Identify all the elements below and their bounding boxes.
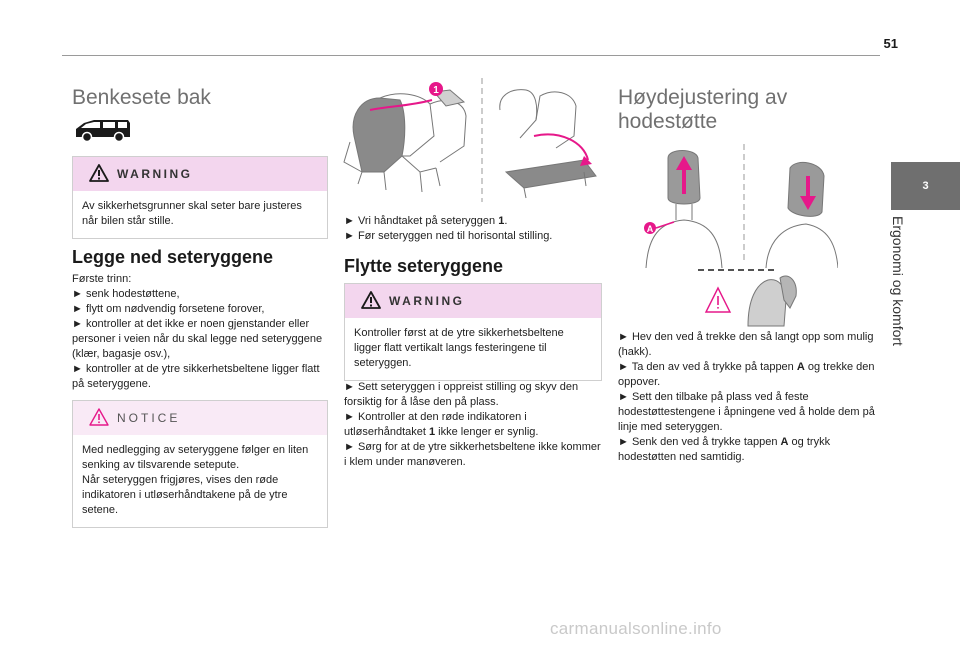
step-line: ► Sørg for at de ytre sikkerhetsbeltene … — [344, 441, 601, 468]
fold-steps: Første trinn: ► senk hodestøttene, ► fly… — [72, 272, 326, 392]
marker-a: A — [647, 224, 654, 234]
header-rule — [62, 55, 880, 56]
seat-folding-illustration: 1 — [343, 78, 597, 202]
notice-label: NOTICE — [117, 411, 181, 425]
section-title-move-backs: Flytte seteryggene — [344, 256, 504, 276]
step-line: ► senk hodestøttene, — [72, 288, 180, 300]
page-number: 51 — [883, 36, 898, 51]
warning-box-left: WARNING Av sikkerhetsgrunner skal seter … — [72, 156, 328, 239]
section-title-headrest: Høydejustering av hodestøtte — [618, 86, 788, 133]
warning-text: Kontroller først at de ytre sikkerhetsbe… — [354, 327, 564, 369]
marker-1-badge — [429, 82, 443, 96]
warning-header: WARNING — [73, 157, 327, 191]
section-title-fold-backs: Legge ned seteryggene — [72, 247, 274, 267]
warning-text: Av sikkerhetsgrunner skal seter bare jus… — [82, 200, 302, 227]
warning-header: WARNING — [345, 284, 601, 318]
step-line: ► Kontroller at den røde indikatoren i u… — [344, 411, 539, 438]
marker-1: 1 — [433, 85, 439, 96]
instruction-line: ► Vri håndtaket på seteryggen 1. — [344, 215, 508, 227]
move-steps: ► Sett seteryggen i oppreist stilling og… — [344, 380, 602, 470]
warning-label: WARNING — [117, 167, 193, 181]
watermark[interactable]: carmanualsonline.info — [550, 619, 722, 638]
warning-triangle-icon — [361, 291, 381, 309]
marker-a-badge — [644, 222, 656, 234]
notice-header: NOTICE — [73, 401, 327, 435]
section-title-bench-seat: Benkesete bak — [72, 86, 211, 109]
step-line: ► kontroller at det ikke er noen gjensta… — [72, 318, 323, 360]
van-icon — [76, 120, 130, 143]
notice-triangle-icon — [89, 408, 109, 426]
step-line: ► kontroller at de ytre sikkerhetsbelten… — [72, 363, 320, 390]
warning-label: WARNING — [389, 294, 465, 308]
chapter-title: Ergonomi og komfort — [890, 216, 906, 346]
handle-instructions: ► Vri håndtaket på seteryggen 1. ► Før s… — [344, 214, 600, 244]
warning-triangle-icon — [704, 286, 732, 313]
headrest-steps: ► Hev den ved å trekke den så langt opp … — [618, 330, 878, 465]
step-line: ► Senk den ved å trykke tappen A og tryk… — [618, 436, 831, 463]
instruction-line: ► Før seteryggen ned til horisontal stil… — [344, 230, 553, 242]
step-line: ► Sett den tilbake på plass ved å feste … — [618, 391, 875, 433]
warning-triangle-icon — [89, 164, 109, 182]
step-line: ► Hev den ved å trekke den så langt opp … — [618, 331, 874, 358]
headrest-illustration: A — [644, 144, 838, 327]
step-line: ► Sett seteryggen i oppreist stilling og… — [344, 381, 579, 408]
warning-box-middle: WARNING Kontroller først at de ytre sikk… — [344, 283, 602, 381]
notice-box: NOTICE Med nedlegging av seteryggene føl… — [72, 400, 328, 528]
step-line: Første trinn: — [72, 273, 132, 285]
step-line: ► flytt om nødvendig forsetene forover, — [72, 303, 265, 315]
chapter-tab[interactable]: 3 — [891, 162, 960, 210]
step-line: ► Ta den av ved å trykke på tappen A og … — [618, 361, 875, 388]
notice-text: Med nedlegging av seteryggene følger en … — [82, 444, 309, 516]
